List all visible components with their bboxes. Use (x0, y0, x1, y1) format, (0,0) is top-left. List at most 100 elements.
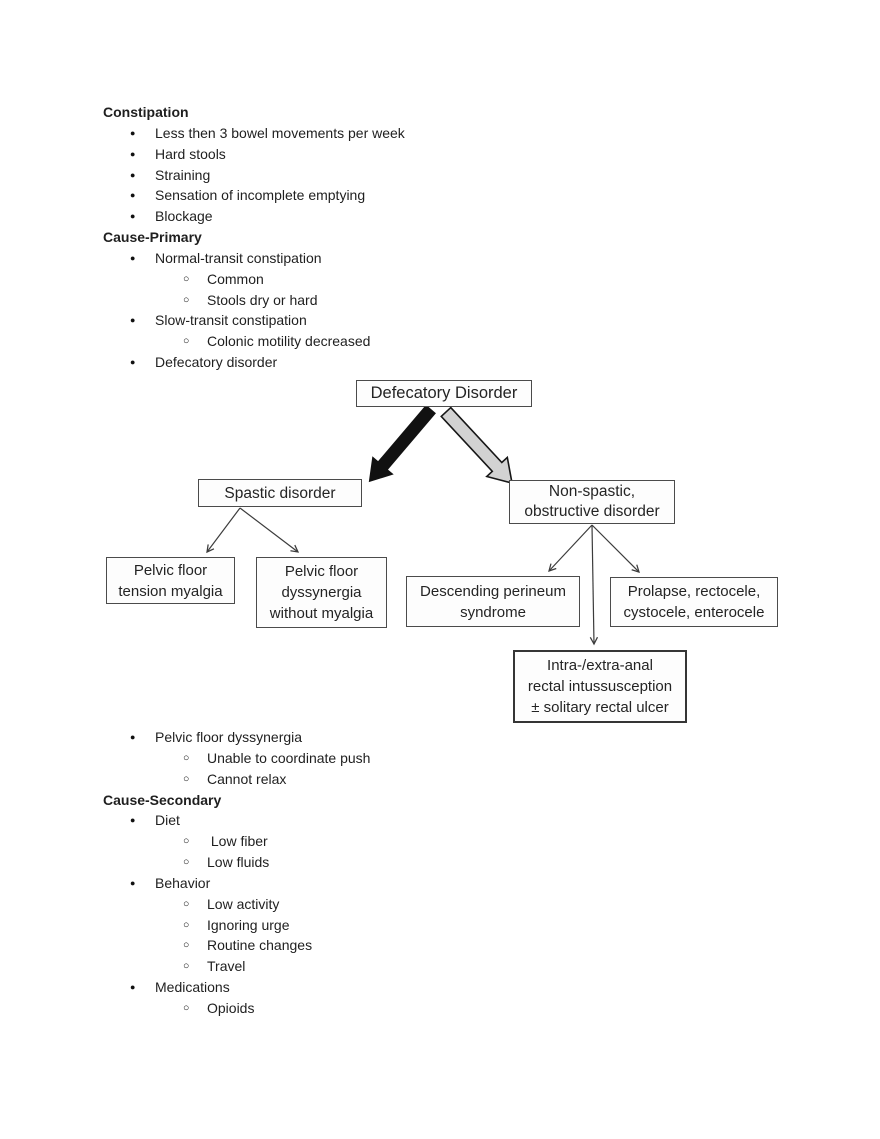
diagram-box-intra-extra-anal-rectal-intussusception: Intra-/extra-anal rectal intussusception… (513, 650, 687, 723)
list-item: ● Pelvic floor dyssynergia (103, 727, 803, 748)
circle-bullet-icon: ○ (183, 335, 190, 348)
list-item-text: Hard stools (155, 145, 226, 162)
diagram-box-non-spastic-obstructive-disorder: Non-spastic, obstructive disorder (509, 480, 675, 524)
diagram-box-pelvic-floor-dyssynergia-without-myalgia: Pelvic floor dyssynergia without myalgia (256, 557, 387, 628)
diagram-box-pelvic-floor-tension-myalgia: Pelvic floor tension myalgia (106, 557, 235, 604)
bullet-icon: ● (130, 732, 136, 742)
list-item-text: Defecatory disorder (155, 354, 278, 371)
box-label: Pelvic floor dyssynergia without myalgia (269, 563, 374, 622)
list-item: ● Defecatory disorder (103, 352, 803, 373)
box-label: Intra-/extra-anal rectal intussusception… (527, 657, 673, 716)
box-label: Descending perineum syndrome (420, 582, 566, 621)
list-item-text: Sensation of incomplete emptying (155, 187, 366, 204)
list-item-text: Medications (155, 979, 230, 996)
list-item-text: Travel (207, 958, 246, 975)
list-item-text: Straining (155, 166, 211, 183)
circle-bullet-icon: ○ (183, 960, 190, 973)
list-item: ○Opioids (103, 998, 803, 1019)
block-arrow-gray (440, 406, 514, 485)
diagram-arrows (206, 404, 640, 646)
box-label: Spastic disorder (224, 484, 336, 502)
heading-text: Cause-Secondary (103, 791, 222, 808)
diagram-box-prolapse-rectocele-cystocele-enterocele: Prolapse, rectocele, cystocele, enteroce… (610, 577, 778, 627)
bullet-icon: ● (130, 982, 136, 993)
list-item-text: Common (207, 270, 264, 287)
bullet-icon: ● (130, 357, 136, 368)
list-item: ○ Ignoring urge (103, 915, 803, 936)
list-item-text: Behavior (155, 874, 211, 891)
arrow-spastic-to-tension (206, 507, 241, 554)
list-item: ○ Colonic motility decreased (103, 331, 803, 352)
bullet-icon: ● (130, 315, 136, 326)
list-item: ○ Common (103, 269, 803, 290)
list-item-text: Normal-transit constipation (155, 249, 322, 266)
bullet-icon: ● (130, 815, 136, 826)
heading-text: Cause-Primary (103, 229, 202, 246)
list-item: ● Sensation of incomplete emptying (103, 185, 803, 206)
arrow-nonspastic-to-prolapse (591, 524, 640, 573)
box-label: Non-spastic, obstructive disorder (524, 483, 660, 520)
box-label: Defecatory Disorder (370, 384, 518, 402)
list-item: ● Hard stools (103, 144, 803, 165)
list-item-text: Pelvic floor dyssynergia (155, 729, 303, 745)
list-item: ○ Stools dry or hard (103, 290, 803, 311)
list-item: ○ Routine changes (103, 935, 803, 956)
list-item: ○ Travel (103, 956, 803, 977)
bullet-icon: ● (130, 169, 136, 180)
list-item: ○ Unable to coordinate push (103, 748, 803, 769)
list-item-text: Low activity (207, 895, 280, 912)
list-item: ● Diet (103, 810, 803, 831)
list-item: ● Normal-transit constipation (103, 248, 803, 269)
bullet-icon: ● (130, 211, 136, 222)
circle-bullet-icon: ○ (183, 772, 190, 785)
block-arrow-black (368, 404, 436, 483)
list-item-text: Less then 3 bowel movements per week (155, 124, 405, 141)
section-heading: Cause-Secondary (103, 790, 803, 811)
list-item: ● Medications (103, 977, 803, 998)
bullet-icon: ● (130, 190, 136, 201)
section-heading: Cause-Primary (103, 227, 803, 248)
list-item: ○Cannot relax (103, 769, 803, 790)
list-item-text: Unable to coordinate push (207, 749, 371, 766)
list-item-text: Low fluids (207, 854, 270, 871)
list-item-text: Routine changes (207, 937, 313, 954)
outline-section-top: Constipation ● Less then 3 bowel movement… (103, 102, 803, 373)
list-item-text: Low fiber (207, 833, 268, 850)
list-item-text: Opioids (207, 999, 255, 1016)
arrow-nonspastic-to-descending (548, 524, 593, 572)
diagram-box-defecatory-disorder: Defecatory Disorder (356, 380, 532, 407)
list-item-text: Slow-transit constipation (155, 312, 307, 329)
bullet-icon: ● (130, 127, 136, 138)
list-item: ● Straining (103, 165, 803, 186)
circle-bullet-icon: ○ (183, 918, 190, 931)
circle-bullet-icon: ○ (183, 939, 190, 952)
bullet-icon: ● (130, 252, 136, 263)
circle-bullet-icon: ○ (183, 272, 190, 285)
list-item: ○ Low fiber (103, 831, 803, 852)
diagram-box-spastic-disorder: Spastic disorder (198, 479, 362, 507)
bullet-icon: ● (130, 148, 136, 159)
list-item: ● Behavior (103, 873, 803, 894)
box-label: Prolapse, rectocele, cystocele, enteroce… (623, 583, 765, 621)
list-item: ● Less then 3 bowel movements per week (103, 123, 803, 144)
list-item-text: Ignoring urge (207, 916, 290, 933)
list-item-text: Stools dry or hard (207, 291, 318, 308)
list-item: ●Blockage (103, 206, 803, 227)
list-item: ● Slow-transit constipation (103, 310, 803, 331)
box-label: Pelvic floor tension myalgia (118, 561, 223, 600)
circle-bullet-icon: ○ (183, 751, 190, 764)
list-item-text: Diet (155, 812, 180, 829)
circle-bullet-icon: ○ (183, 856, 190, 869)
list-item: ○ Low activity (103, 894, 803, 915)
arrow-spastic-to-dyssynergia (239, 507, 300, 553)
list-item: ○ Low fluids (103, 852, 803, 873)
section-heading: Constipation (103, 102, 803, 123)
diagram-box-descending-perineum-syndrome: Descending perineum syndrome (406, 576, 580, 627)
heading-text: Constipation (103, 104, 189, 120)
bullet-icon: ● (130, 877, 136, 888)
list-item-text: Colonic motility decreased (207, 333, 371, 350)
circle-bullet-icon: ○ (183, 293, 190, 306)
circle-bullet-icon: ○ (183, 897, 190, 910)
arrow-nonspastic-to-intussusception (589, 524, 599, 646)
